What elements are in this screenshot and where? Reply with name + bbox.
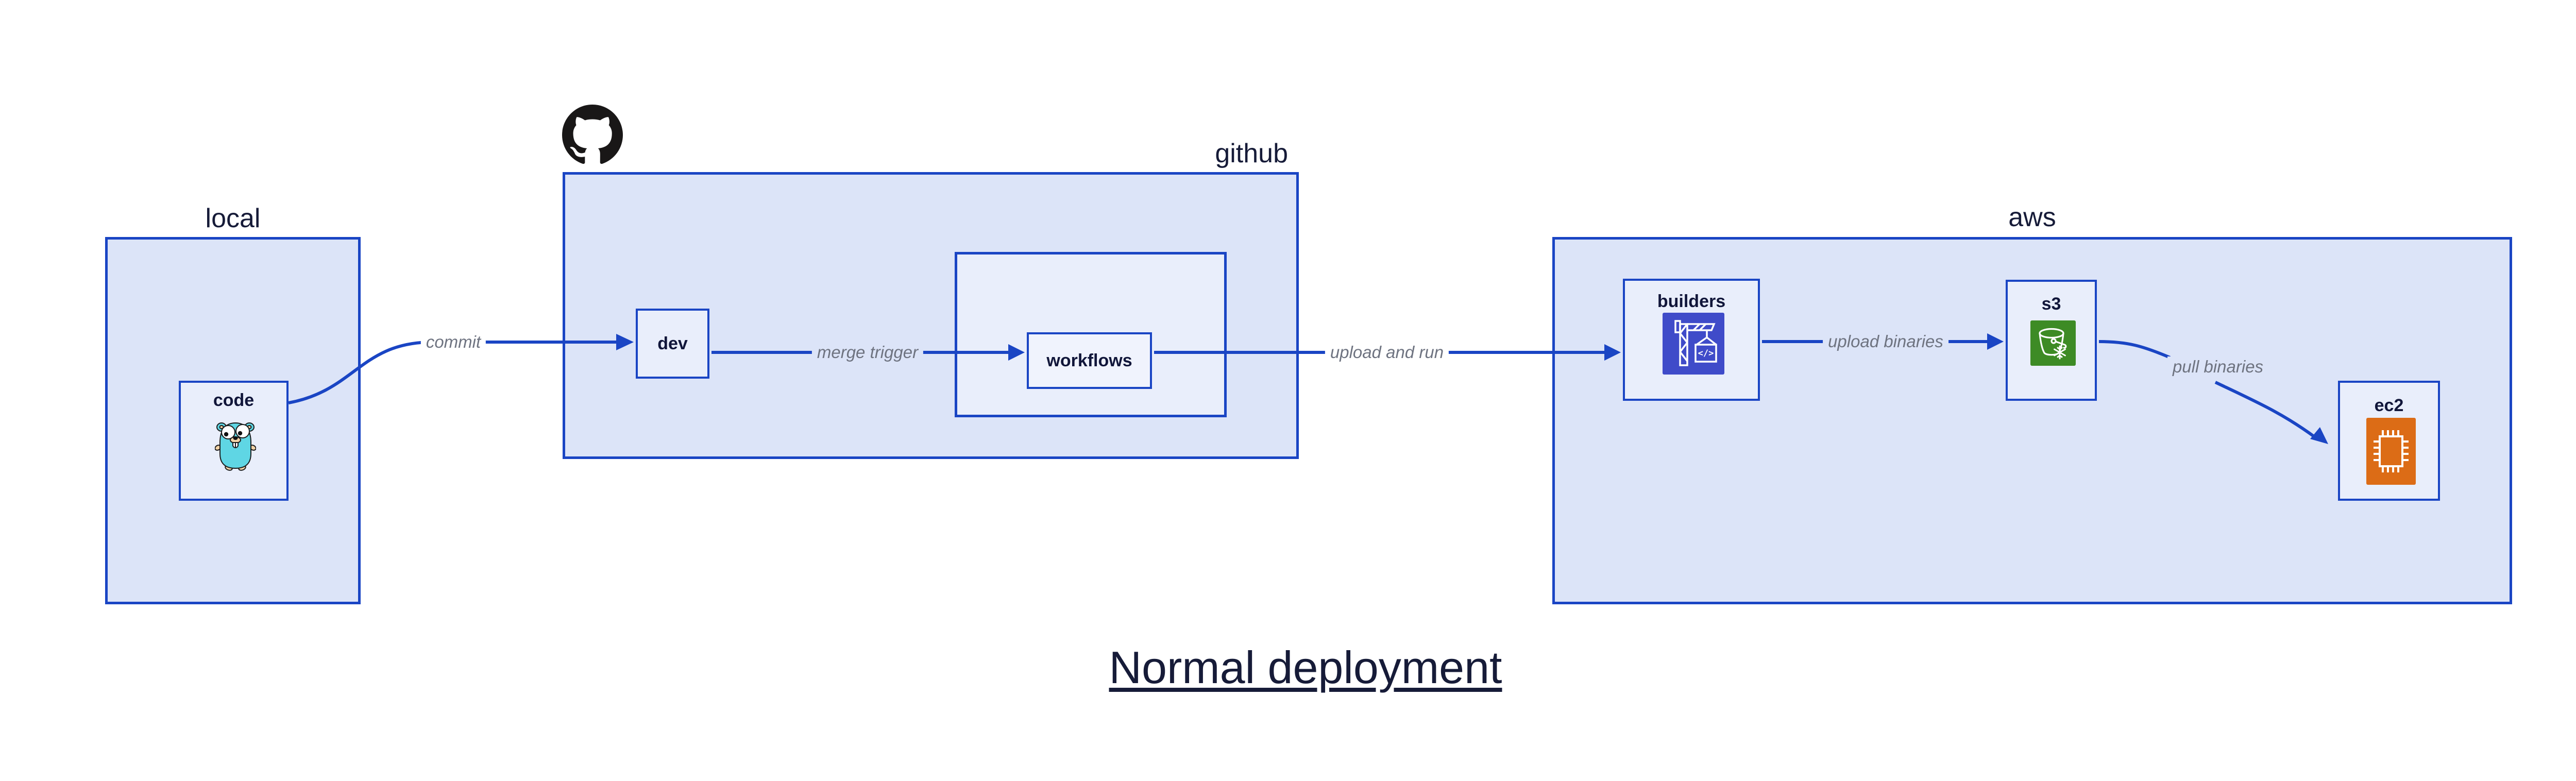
node-label-s3: s3 <box>2041 294 2061 314</box>
edge-pull-binaries-arrow-b <box>2214 381 2316 439</box>
s3-bucket-icon <box>2030 320 2076 368</box>
node-code: code <box>179 381 289 501</box>
node-label-builders: builders <box>1657 292 1726 311</box>
node-label-ec2: ec2 <box>2374 396 2404 415</box>
svg-text:</>: </> <box>1698 348 1714 359</box>
ec2-chip-icon <box>2366 418 2416 487</box>
edge-commit-arrow <box>288 341 616 404</box>
arrowhead-upload-and-run <box>1604 344 1621 361</box>
arrowhead-merge-trigger <box>1008 344 1025 361</box>
edge-pull-binaries-arrow-a <box>2098 340 2171 359</box>
group-label-local: local <box>205 203 261 233</box>
go-gopher-icon <box>214 416 257 474</box>
node-builders: builders </> <box>1623 279 1760 401</box>
node-label-dev: dev <box>657 334 688 353</box>
codebuild-crane-icon: </> <box>1663 313 1724 377</box>
node-label-code: code <box>213 390 255 410</box>
node-dev: dev <box>636 309 709 379</box>
diagram-title: Normal deployment <box>1109 642 1502 693</box>
node-workflows: workflows <box>1027 332 1152 389</box>
node-label-workflows: workflows <box>1046 351 1132 370</box>
node-ec2: ec2 <box>2338 381 2440 501</box>
node-s3: s3 <box>2006 280 2097 401</box>
github-octocat-icon <box>562 105 623 165</box>
group-label-github: github <box>1215 139 1288 168</box>
arrowhead-commit <box>616 334 634 350</box>
arrowhead-pull-binaries <box>2310 427 2328 444</box>
arrowhead-upload-binaries <box>1987 333 2004 350</box>
group-label-aws: aws <box>2008 202 2056 232</box>
